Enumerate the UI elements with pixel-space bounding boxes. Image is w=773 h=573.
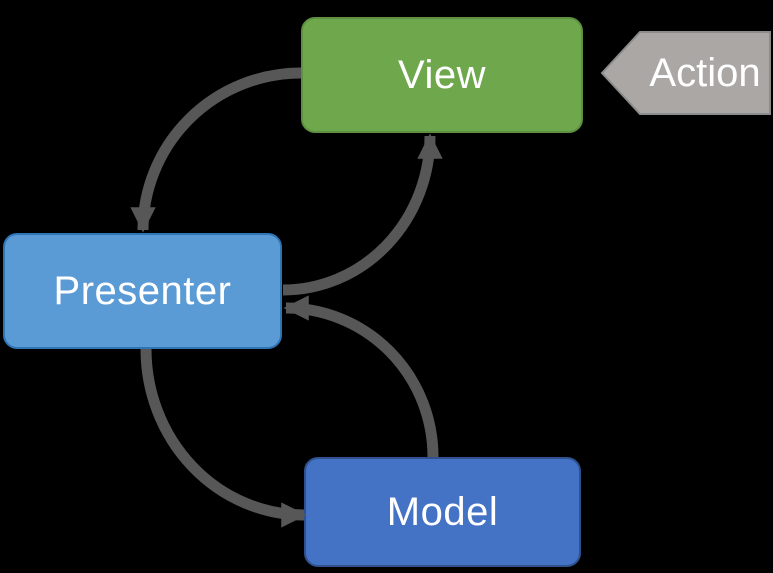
edge-presenter-to-view-arrow [282, 133, 443, 296]
view-node-label: View [398, 52, 486, 97]
edge-view-to-presenter-arrow [130, 67, 302, 233]
presenter-node: Presenter [3, 233, 282, 349]
edge-model-to-presenter-arrow [283, 295, 439, 458]
model-node-label: Model [386, 489, 499, 534]
edge-presenter-to-model-arrow [140, 348, 307, 528]
action-label: Action [649, 50, 761, 95]
view-node: View [301, 17, 583, 133]
presenter-node-label: Presenter [53, 268, 232, 313]
model-node: Model [304, 457, 581, 567]
